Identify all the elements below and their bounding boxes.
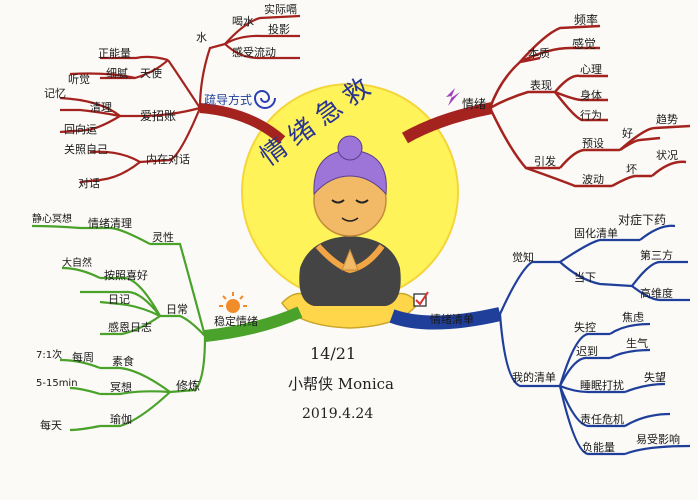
manifest-child-2: 身体 (580, 89, 602, 102)
mine-child-7: 责任危机 (580, 413, 624, 426)
awareness-label: 觉知 (512, 251, 534, 264)
essence-label: 本质 (528, 47, 550, 60)
practice-child-2: 每周 (72, 351, 94, 364)
spirit-child-2: 情绪清理 (88, 217, 132, 230)
inner-child-2: 对话 (78, 177, 100, 190)
monk-figure (299, 135, 401, 306)
spirit-label: 灵性 (152, 231, 174, 244)
awareness-child-3: 高维度 (640, 287, 673, 300)
essence-child-2: 感觉 (572, 37, 597, 51)
emotion-card-child-3: 回向运 (64, 123, 97, 136)
bottom-right-branches (498, 224, 691, 456)
emotion-card-label: 爱招账 (140, 109, 177, 123)
awareness-sub-1: 固化清单 (574, 227, 618, 240)
practice-child-4: 5-15min (36, 378, 78, 389)
mine-child-9: 易受影响 (636, 433, 680, 446)
signature-count: 14/21 (310, 344, 357, 363)
top-left-branches (59, 14, 301, 184)
sun-icon (219, 292, 247, 313)
emotion-card-child-1: 记忆 (44, 87, 66, 100)
signature-name: 小帮侠 Monica (288, 375, 394, 393)
trigger-child-6: 状况 (656, 149, 678, 162)
angel-child-3: 听觉 (68, 73, 90, 86)
manifest-label: 表现 (530, 79, 552, 92)
trigger-label: 引发 (534, 155, 556, 168)
top-left-branch-name: 疏导方式 (204, 93, 253, 107)
practice-label: 修炼 (176, 379, 201, 393)
trigger-child-1: 预设 (582, 137, 604, 150)
mine-child-4: 生气 (626, 337, 648, 350)
water-label: 水 (196, 31, 207, 44)
spiral-icon (253, 90, 276, 109)
inner-label: 内在对话 (146, 153, 190, 166)
bottom-right-branch-name: 情绪清单 (430, 313, 474, 326)
daily-child-2: 按照喜好 (104, 269, 148, 282)
mine-child-5: 睡眠打扰 (580, 379, 624, 392)
angel-label: 天使 (140, 67, 162, 80)
daily-child-1: 大自然 (62, 258, 92, 269)
bottom-left-branches (31, 224, 207, 432)
practice-child-5: 冥想 (110, 381, 132, 394)
practice-child-1: 7:1次 (36, 350, 63, 361)
mine-child-8: 负能量 (582, 441, 615, 454)
awareness-child-1: 对症下药 (618, 213, 667, 227)
monk-eyes (331, 199, 369, 204)
essence-child-1: 频率 (574, 13, 599, 27)
trigger-child-4: 波动 (582, 173, 604, 186)
top-right-branch-name: 情绪 (462, 97, 487, 111)
manifest-child-3: 行为 (580, 109, 602, 122)
water-child-4: 感受流动 (232, 46, 276, 59)
angel-child-2: 细腻 (106, 67, 128, 80)
water-child-3: 投影 (268, 23, 290, 36)
bottom-left-branch-name: 稳定情绪 (214, 315, 258, 328)
practice-child-6: 每天 (40, 419, 62, 432)
checkbox-icon (413, 291, 429, 307)
bottom-right-trunk (389, 307, 502, 330)
mine-child-3: 迟到 (576, 345, 598, 358)
top-left-trunk (199, 103, 286, 144)
bottom-left-trunk (204, 306, 303, 342)
daily-label: 日常 (166, 303, 188, 316)
trigger-child-2: 好 (622, 127, 633, 140)
practice-child-3: 素食 (112, 355, 134, 368)
monk-hair (313, 149, 387, 196)
signature-date: 2019.4.24 (302, 406, 374, 422)
monk-smile (341, 217, 359, 222)
mine-child-2: 焦虑 (622, 311, 644, 324)
daily-child-3: 日记 (108, 293, 130, 306)
mine-child-1: 失控 (574, 321, 596, 334)
mine-label: 我的清单 (512, 371, 556, 384)
water-child-1: 喝水 (232, 15, 254, 28)
trigger-child-5: 坏 (626, 163, 637, 176)
mine-child-6: 失望 (644, 371, 666, 384)
daily-child-4: 感恩日志 (108, 321, 152, 334)
lightning-icon (446, 88, 460, 106)
awareness-child-2: 第三方 (640, 249, 673, 262)
spirit-child-1: 静心冥想 (32, 214, 72, 225)
top-right-trunk (402, 102, 494, 144)
awareness-sub-2: 当下 (574, 271, 596, 284)
trigger-child-3: 趋势 (656, 113, 678, 126)
manifest-child-1: 心理 (580, 63, 602, 76)
water-child-2: 实际嗝 (264, 3, 297, 16)
angel-child-1: 正能量 (98, 47, 131, 60)
top-right-branches (488, 24, 691, 188)
emotion-card-child-2: 清理 (90, 101, 112, 114)
monk-hands (341, 248, 359, 271)
inner-child-1: 关照自己 (64, 143, 108, 156)
monk-topknot (337, 135, 363, 161)
practice-child-7: 瑜伽 (110, 413, 132, 426)
